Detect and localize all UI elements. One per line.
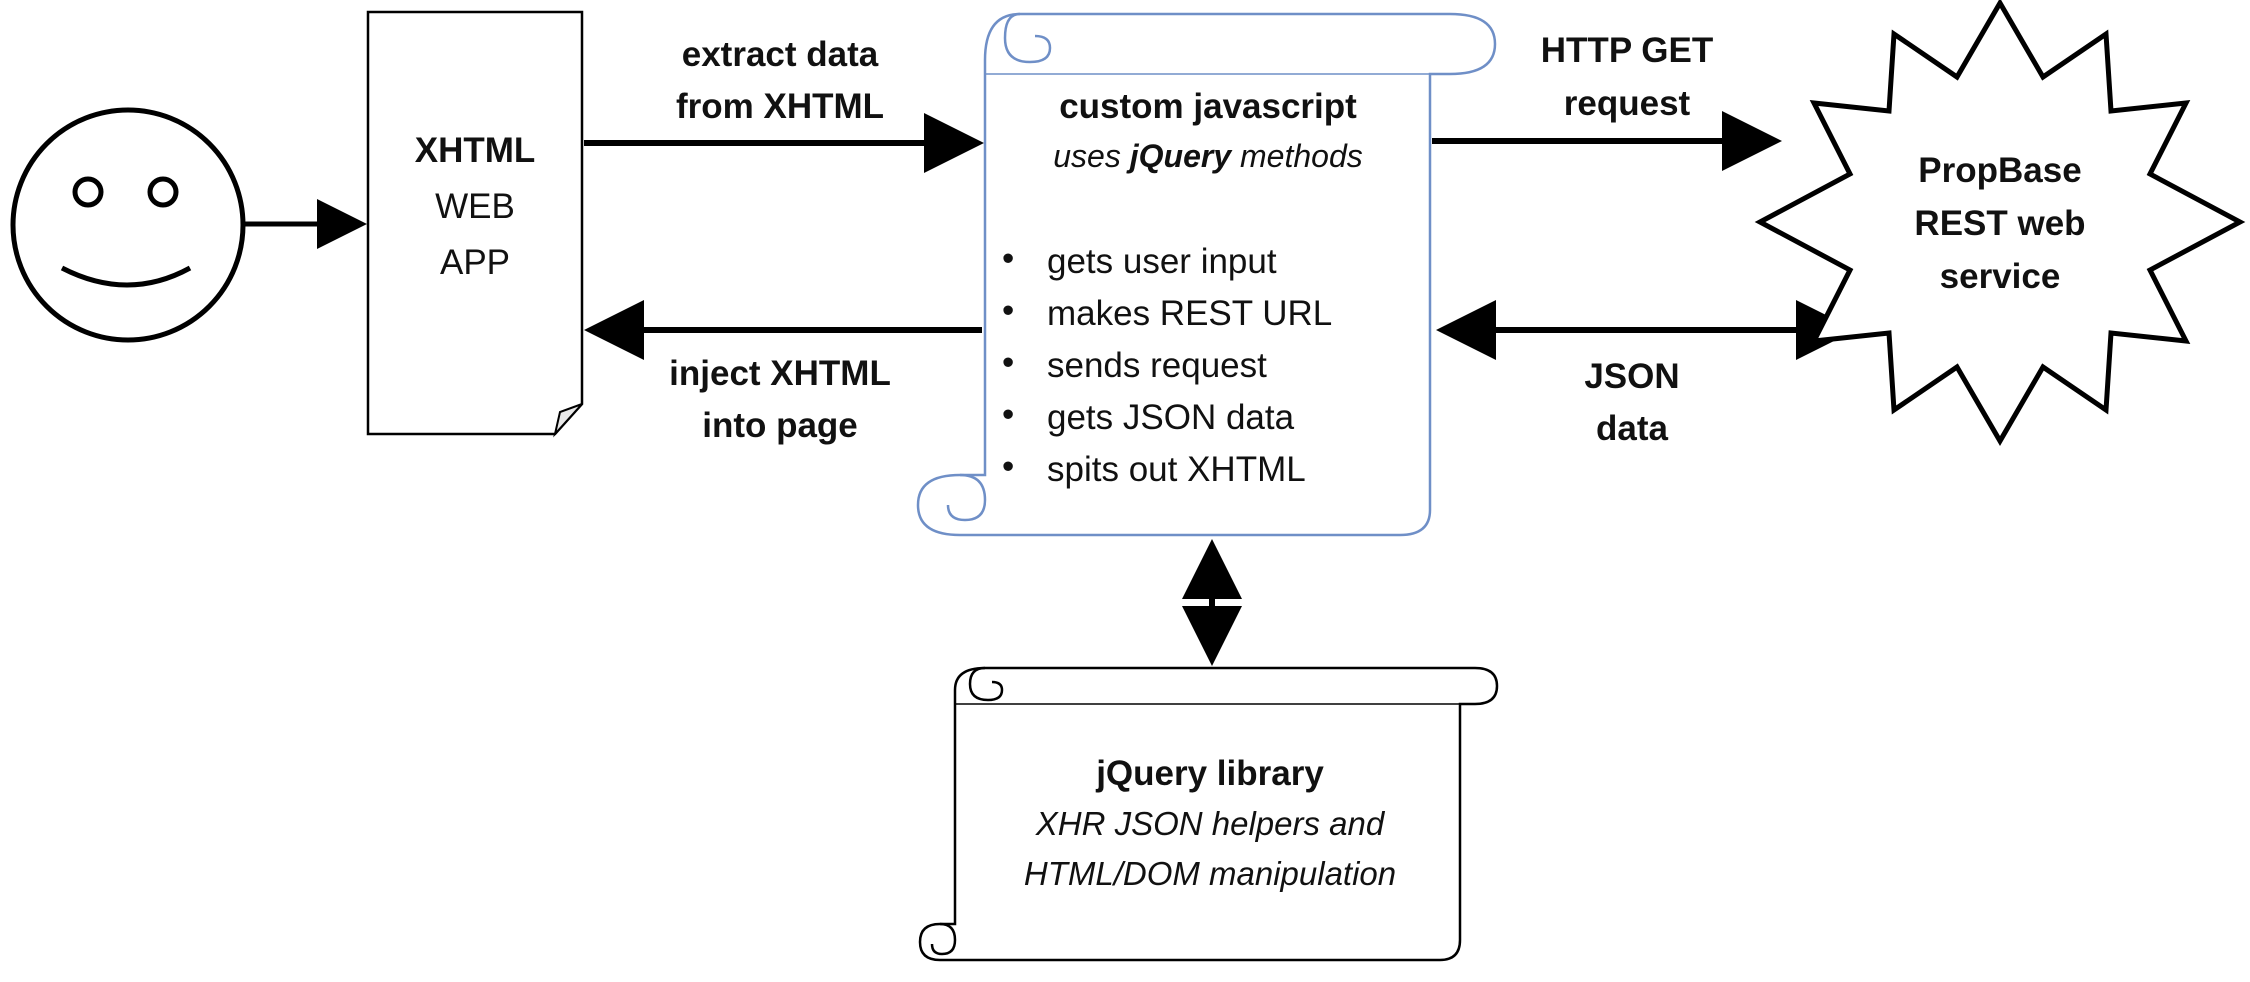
- bullet-item: gets JSON data: [1047, 398, 1295, 437]
- label-extract-2: from XHTML: [676, 87, 884, 126]
- label-json-2: data: [1596, 409, 1669, 448]
- smiley-face-icon: [10, 107, 246, 343]
- label-extract-1: extract data: [682, 35, 879, 74]
- label-http-1: HTTP GET: [1541, 31, 1713, 70]
- subtitle-pre: uses: [1053, 138, 1129, 174]
- propbase-starburst: [1754, 0, 2246, 446]
- label-http-2: request: [1564, 84, 1691, 123]
- propbase-line2: REST web: [1914, 204, 2085, 243]
- jquery-library-title: jQuery library: [1095, 754, 1324, 793]
- custom-javascript-title: custom javascript: [1059, 87, 1357, 126]
- custom-javascript-bullets: • gets user input • makes REST URL • sen…: [1002, 239, 1332, 489]
- subtitle-em: jQuery: [1126, 138, 1234, 174]
- custom-javascript-scroll: [916, 12, 1497, 537]
- webapp-document: XHTML WEB APP: [366, 10, 584, 438]
- propbase-line3: service: [1940, 257, 2061, 296]
- bullet-dot: •: [1002, 239, 1014, 278]
- bullet-dot: •: [1002, 395, 1014, 434]
- label-json-1: JSON: [1584, 357, 1679, 396]
- propbase-line1: PropBase: [1918, 151, 2081, 190]
- label-inject-1: inject XHTML: [669, 354, 891, 393]
- jquery-library-line1: XHR JSON helpers and: [1035, 805, 1386, 842]
- webapp-title: XHTML: [415, 131, 536, 170]
- bullet-dot: •: [1002, 343, 1014, 382]
- bullet-item: makes REST URL: [1047, 294, 1332, 333]
- bullet-item: gets user input: [1047, 242, 1277, 281]
- subtitle-post: methods: [1231, 138, 1363, 174]
- jquery-library-line2: HTML/DOM manipulation: [1024, 855, 1396, 892]
- webapp-line3: APP: [440, 243, 510, 282]
- label-inject-2: into page: [702, 406, 858, 445]
- bullet-dot: •: [1002, 291, 1014, 330]
- bullet-item: sends request: [1047, 346, 1267, 385]
- bullet-item: spits out XHTML: [1047, 450, 1306, 489]
- jquery-library-scroll: [918, 666, 1499, 962]
- webapp-line2: WEB: [435, 187, 515, 226]
- custom-javascript-subtitle: uses jQuery methods: [1053, 138, 1362, 174]
- bullet-dot: •: [1002, 447, 1014, 486]
